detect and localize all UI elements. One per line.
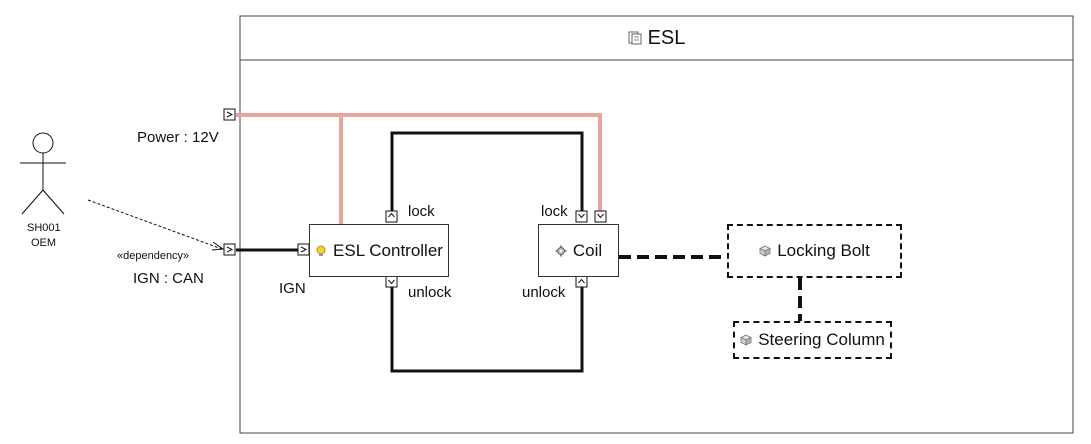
controller-lock-port[interactable] <box>385 210 398 223</box>
coil-unlock-port[interactable] <box>575 275 588 288</box>
controller-unlock-port[interactable] <box>385 275 398 288</box>
actor-id-label: SH001 <box>27 222 61 234</box>
coil-unlock-port-label: unlock <box>522 284 566 301</box>
locking-bolt-label: Locking Bolt <box>777 241 870 260</box>
coil-lock-port[interactable] <box>575 210 588 223</box>
block-icon <box>628 31 642 45</box>
controller-ign-port[interactable] <box>297 243 310 256</box>
lock-unlock-connector[interactable] <box>390 131 584 373</box>
stick-figure-actor-icon[interactable] <box>20 132 66 215</box>
steering-column-label: Steering Column <box>758 330 885 349</box>
actor-role-label: OEM <box>31 237 57 249</box>
steering-column-part[interactable]: Steering Column <box>733 321 892 359</box>
dependency-stereotype-label: «dependency» <box>117 250 190 262</box>
controller-icon <box>316 245 326 256</box>
cube-icon <box>759 245 772 257</box>
power-connector[interactable] <box>236 113 602 224</box>
power-port[interactable] <box>223 108 236 121</box>
controller-unlock-port-label: unlock <box>408 284 452 301</box>
coil-power-port[interactable] <box>594 210 607 223</box>
esl-block-title: ESL <box>240 16 1073 60</box>
block-title-text: ESL <box>647 26 686 49</box>
power-port-label: Power : 12V <box>137 129 219 146</box>
esl-block-frame[interactable] <box>239 15 1074 434</box>
esl-controller-part[interactable]: ESL Controller <box>309 224 449 277</box>
coil-part[interactable]: Coil <box>538 224 619 277</box>
cube-icon <box>740 334 753 346</box>
dependency-arrow[interactable] <box>87 199 225 251</box>
ign-port-label: IGN : CAN <box>133 270 204 287</box>
coil-label: Coil <box>572 240 603 260</box>
locking-bolt-part[interactable]: Locking Bolt <box>727 224 902 278</box>
esl-controller-label: ESL Controller <box>333 240 443 260</box>
controller-ign-port-label: IGN <box>279 280 306 297</box>
ign-port[interactable] <box>223 243 236 256</box>
coil-lock-port-label: lock <box>541 203 568 220</box>
controller-lock-port-label: lock <box>408 203 435 220</box>
gear-icon <box>555 245 567 256</box>
